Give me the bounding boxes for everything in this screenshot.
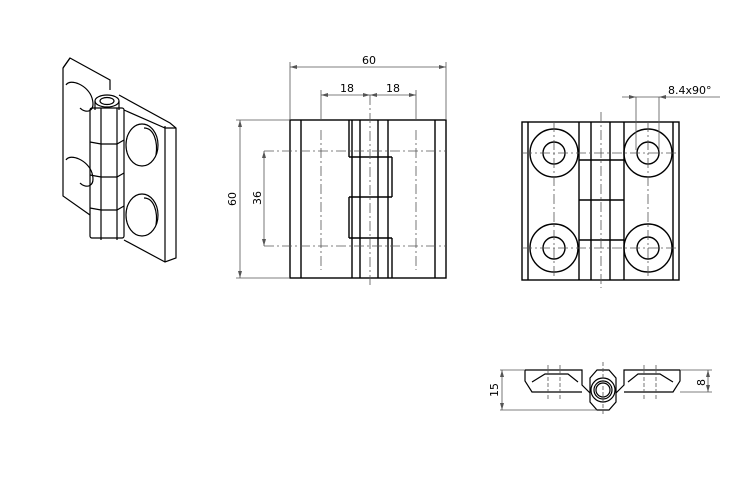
- dim-hole-offset-left: 18: [340, 82, 354, 95]
- side-view: 8.4x90°: [521, 84, 720, 288]
- dim-overall-thickness: 15: [488, 383, 501, 397]
- isometric-view: [62, 57, 177, 263]
- dim-hole-offset-right: 18: [386, 82, 400, 95]
- dim-countersink: 8.4x90°: [668, 84, 712, 97]
- front-view: 60 18 18 60 36: [226, 54, 447, 285]
- dim-leaf-thickness: 8: [695, 379, 708, 386]
- dim-hole-spacing: 36: [251, 191, 264, 205]
- dim-overall-height: 60: [226, 192, 239, 206]
- top-view: 15 8: [488, 362, 712, 415]
- dim-overall-width: 60: [362, 54, 376, 67]
